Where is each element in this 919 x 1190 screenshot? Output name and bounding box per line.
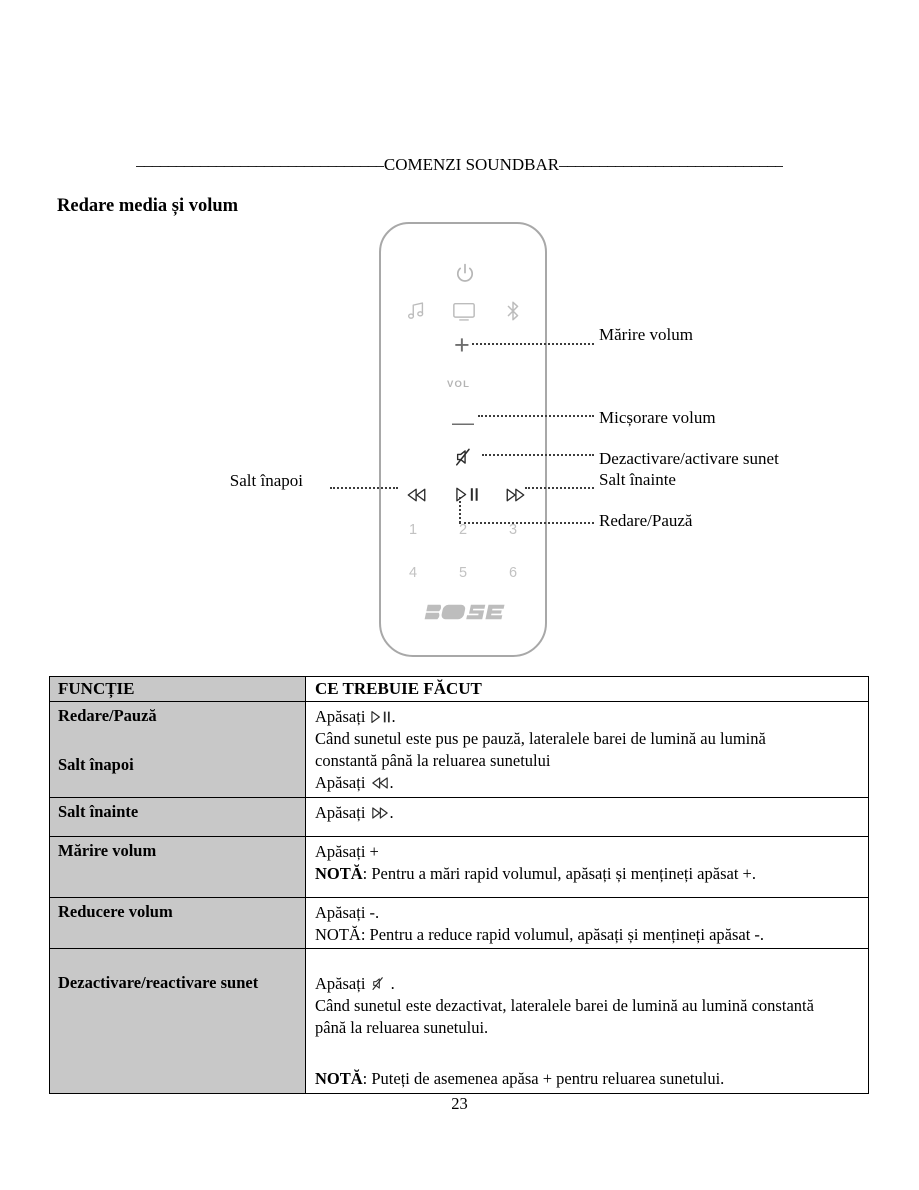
row-gap bbox=[315, 885, 862, 894]
table-row: Dezactivare/reactivare sunet Apăsați . C… bbox=[49, 948, 869, 1095]
callout-play-pause: Redare/Pauză bbox=[599, 511, 693, 530]
leader-play-pause-vertical bbox=[459, 497, 461, 523]
callout-mute-toggle: Dezactivare/activare sunet bbox=[599, 449, 779, 468]
running-header: _______________________________COMENZI S… bbox=[0, 150, 919, 175]
row-action-volume-down: Apăsați -. NOTĂ: Pentru a reduce rapid v… bbox=[305, 896, 869, 950]
volume-down-button[interactable]: — bbox=[452, 410, 474, 435]
row-function-play-pause: Redare/Pauză Salt înapoi bbox=[49, 701, 306, 798]
preset-key-4[interactable]: 4 bbox=[408, 565, 418, 581]
bose-logo bbox=[381, 602, 549, 627]
action-note-line: NOTĂ: Puteți de asemenea apăsa + pentru … bbox=[315, 1068, 862, 1090]
leader-mute bbox=[482, 454, 594, 456]
press-suffix: . bbox=[389, 802, 394, 822]
action-press-line: Apăsați . bbox=[315, 973, 862, 995]
press-suffix: . bbox=[390, 974, 395, 994]
controls-table: FUNCȚIE CE TREBUIE FĂCUT Redare/Pauză Sa… bbox=[49, 676, 869, 1095]
row-gap bbox=[58, 726, 305, 746]
note-label: NOTĂ bbox=[315, 863, 363, 883]
power-icon bbox=[453, 262, 477, 286]
action-detail-line: Când sunetul este pus pe pauză, laterale… bbox=[315, 728, 766, 748]
leader-skip-back bbox=[330, 487, 398, 489]
header-rule-left: _______________________________ bbox=[135, 150, 384, 169]
press-prefix: Apăsați bbox=[315, 772, 366, 792]
action-press-line: Apăsați . bbox=[315, 706, 862, 728]
press-suffix: . bbox=[389, 772, 394, 792]
row-action-volume-up: Apăsați + NOTĂ: Pentru a mări rapid volu… bbox=[305, 835, 869, 898]
row-label-play-pause: Redare/Pauză bbox=[58, 706, 157, 725]
table-row: Salt înainte Apăsați . bbox=[49, 796, 869, 837]
tv-icon bbox=[452, 301, 476, 323]
leader-play-pause-horizontal bbox=[459, 522, 594, 524]
press-prefix: Apăsați bbox=[315, 707, 366, 726]
header-title: COMENZI SOUNDBAR bbox=[383, 155, 560, 174]
action-press-line: Apăsați -. bbox=[315, 902, 380, 922]
press-suffix: . bbox=[391, 707, 396, 726]
row-gap bbox=[315, 824, 862, 833]
action-detail-line: Când sunetul este dezactivat, lateralele… bbox=[315, 996, 814, 1016]
page-number: 23 bbox=[451, 1094, 468, 1113]
bose-logo-mark bbox=[424, 604, 505, 620]
callout-skip-back: Salt înapoi bbox=[229, 471, 303, 490]
volume-label: VOL bbox=[447, 379, 471, 390]
press-prefix: Apăsați bbox=[315, 974, 366, 994]
row-function-volume-up: Mărire volum bbox=[49, 835, 306, 898]
preset-key-6[interactable]: 6 bbox=[508, 565, 518, 581]
row-function-skip-forward: Salt înainte bbox=[49, 796, 306, 837]
action-press-line: Apăsați . bbox=[315, 802, 862, 824]
remote-body: + VOL — bbox=[379, 222, 547, 657]
action-detail-line: până la reluarea sunetului. bbox=[315, 1018, 489, 1038]
bluetooth-icon bbox=[503, 300, 523, 322]
action-detail-line: constantă până la reluarea sunetului bbox=[315, 750, 551, 770]
row-gap bbox=[315, 1039, 862, 1059]
row-action-play-pause: Apăsați . Când sunetul este pus pe pauză… bbox=[305, 701, 869, 798]
callout-volume-up: Mărire volum bbox=[599, 325, 693, 344]
skip-forward-icon[interactable] bbox=[504, 487, 527, 503]
preset-key-1[interactable]: 1 bbox=[408, 522, 418, 538]
header-action: CE TREBUIE FĂCUT bbox=[305, 676, 869, 702]
leader-volume-up bbox=[472, 343, 594, 345]
play-pause-icon[interactable] bbox=[455, 486, 480, 503]
music-note-icon bbox=[405, 300, 427, 322]
row-function-mute: Dezactivare/reactivare sunet bbox=[49, 948, 306, 1095]
leader-skip-forward bbox=[525, 487, 594, 489]
action-note-line: NOTĂ: Pentru a mări rapid volumul, apăsa… bbox=[315, 863, 862, 885]
note-label: NOTĂ bbox=[315, 1069, 363, 1089]
table-row: Reducere volum Apăsați -. NOTĂ: Pentru a… bbox=[49, 896, 869, 950]
note-text: : Puteți de asemenea apăsa + pentru relu… bbox=[362, 1069, 725, 1089]
table-row: Redare/Pauză Salt înapoi Apăsați . bbox=[49, 701, 869, 798]
volume-up-button[interactable]: + bbox=[454, 330, 470, 360]
header-rule-right: ____________________________ bbox=[559, 150, 784, 169]
action-press-line: Apăsați + bbox=[315, 841, 379, 861]
row-gap bbox=[58, 746, 305, 755]
table-header-row: FUNCȚIE CE TREBUIE FĂCUT bbox=[49, 676, 869, 702]
row-label-skip-back: Salt înapoi bbox=[58, 755, 134, 774]
table-row: Mărire volum Apăsați + NOTĂ: Pentru a mă… bbox=[49, 835, 869, 898]
row-gap bbox=[315, 953, 862, 973]
row-function-volume-down: Reducere volum bbox=[49, 896, 306, 950]
skip-back-icon bbox=[370, 776, 390, 790]
row-action-skip-forward: Apăsați . bbox=[305, 796, 869, 837]
preset-key-2[interactable]: 2 bbox=[458, 522, 468, 538]
header-function: FUNCȚIE bbox=[49, 676, 306, 702]
mute-icon[interactable] bbox=[454, 447, 474, 467]
note-text: : Pentru a mări rapid volumul, apăsați ș… bbox=[362, 863, 756, 883]
leader-volume-down bbox=[478, 415, 594, 417]
section-title: Redare media și volum bbox=[57, 196, 239, 216]
preset-key-3[interactable]: 3 bbox=[508, 522, 518, 538]
row-label-mute: Dezactivare/reactivare sunet bbox=[58, 973, 259, 993]
remote-diagram: + VOL — bbox=[0, 215, 919, 675]
play-pause-icon bbox=[370, 710, 392, 724]
action-note-line: NOTĂ: Pentru a reduce rapid volumul, apă… bbox=[315, 924, 765, 944]
row-gap bbox=[315, 1059, 862, 1068]
skip-back-icon[interactable] bbox=[405, 487, 428, 503]
callout-volume-down: Micșorare volum bbox=[599, 408, 716, 427]
callout-skip-forward: Salt înainte bbox=[599, 470, 676, 489]
skip-forward-icon bbox=[370, 806, 390, 820]
row-action-mute: Apăsați . Când sunetul este dezactivat, … bbox=[305, 948, 869, 1095]
action-press-line: Apăsați . bbox=[315, 772, 862, 794]
mute-icon bbox=[370, 976, 387, 991]
press-prefix: Apăsați bbox=[315, 802, 366, 822]
preset-key-5[interactable]: 5 bbox=[458, 565, 468, 581]
